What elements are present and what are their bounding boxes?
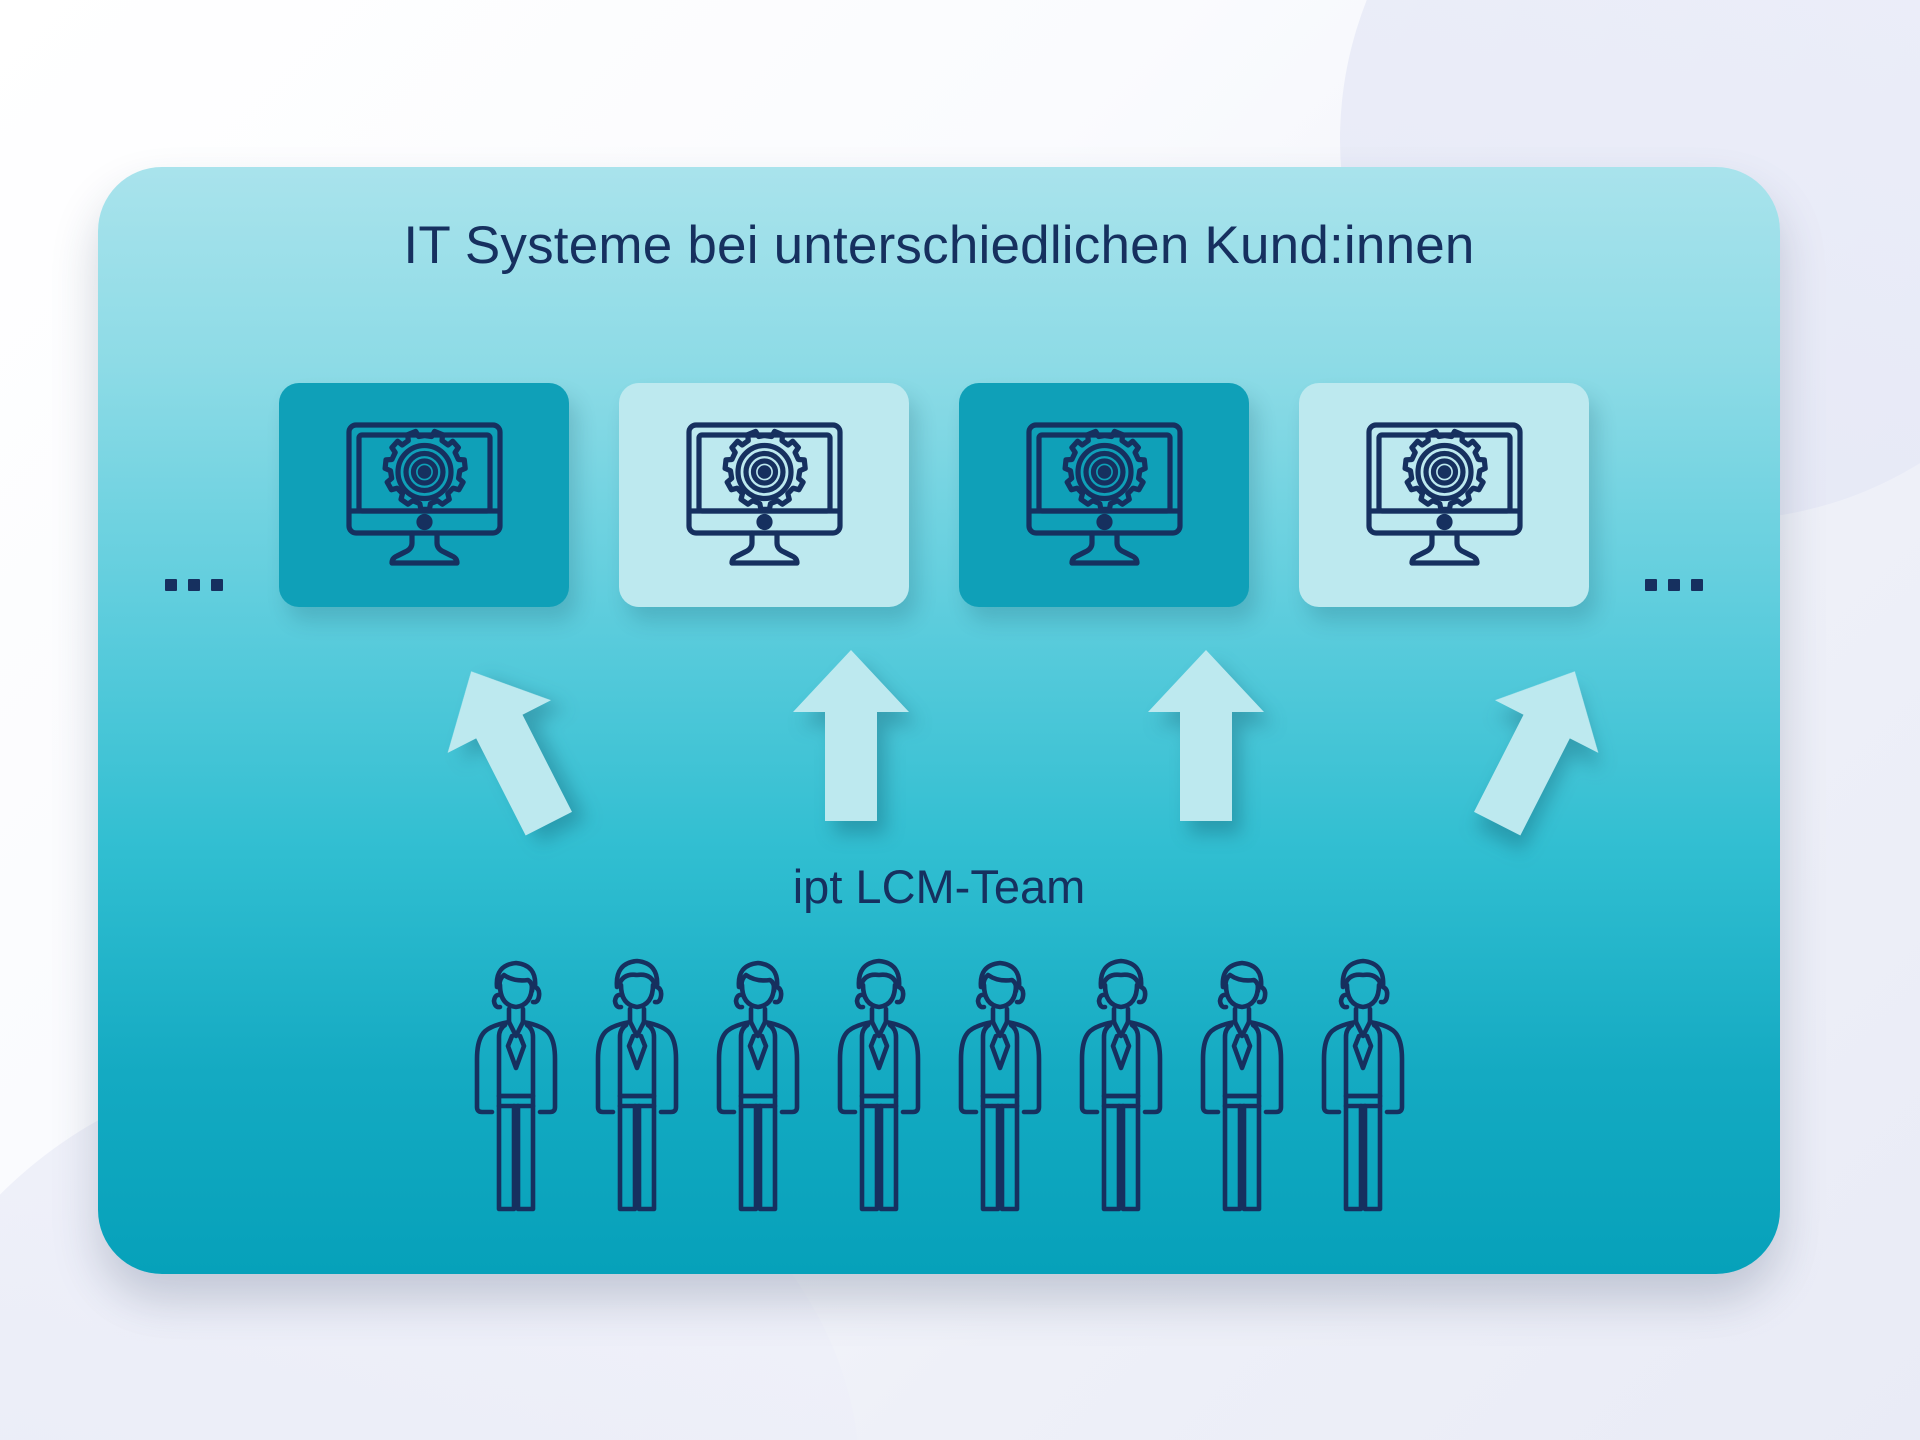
it-system-tile-1[interactable] bbox=[279, 382, 569, 607]
ellipsis-dot bbox=[1668, 579, 1680, 591]
arrow-up-icon bbox=[417, 642, 603, 852]
monitor-gear-icon bbox=[337, 415, 512, 575]
person-icon bbox=[827, 949, 931, 1217]
person-icon bbox=[464, 949, 568, 1217]
support-arrows-row bbox=[98, 632, 1780, 842]
ellipsis-dot bbox=[165, 579, 177, 591]
it-system-tile-4[interactable] bbox=[1299, 382, 1589, 607]
person-icon bbox=[585, 949, 689, 1217]
arrow-up-icon bbox=[1146, 648, 1266, 823]
ellipsis-dot bbox=[1645, 579, 1657, 591]
person-icon bbox=[948, 949, 1052, 1217]
monitor-gear-icon bbox=[1017, 415, 1192, 575]
diagram-card: IT Systeme bei unterschiedlichen Kund:in… bbox=[98, 167, 1780, 1274]
ellipsis-left bbox=[165, 579, 223, 591]
ellipsis-dot bbox=[1691, 579, 1703, 591]
ellipsis-dot bbox=[188, 579, 200, 591]
ellipsis-dot bbox=[211, 579, 223, 591]
team-label: ipt LCM-Team bbox=[792, 860, 1086, 913]
person-icon bbox=[706, 949, 810, 1217]
page-title: IT Systeme bei unterschiedlichen Kund:in… bbox=[403, 216, 1475, 275]
person-icon bbox=[1069, 949, 1173, 1217]
monitor-gear-icon bbox=[1357, 415, 1532, 575]
ellipsis-right bbox=[1645, 579, 1703, 591]
it-system-tile-3[interactable] bbox=[959, 382, 1249, 607]
arrow-up-icon bbox=[1443, 642, 1629, 852]
person-icon bbox=[1311, 949, 1415, 1217]
it-systems-row bbox=[98, 372, 1780, 617]
team-members-row bbox=[98, 942, 1780, 1217]
arrow-up-icon bbox=[791, 648, 911, 823]
person-icon bbox=[1190, 949, 1294, 1217]
it-system-tile-2[interactable] bbox=[619, 382, 909, 607]
monitor-gear-icon bbox=[677, 415, 852, 575]
